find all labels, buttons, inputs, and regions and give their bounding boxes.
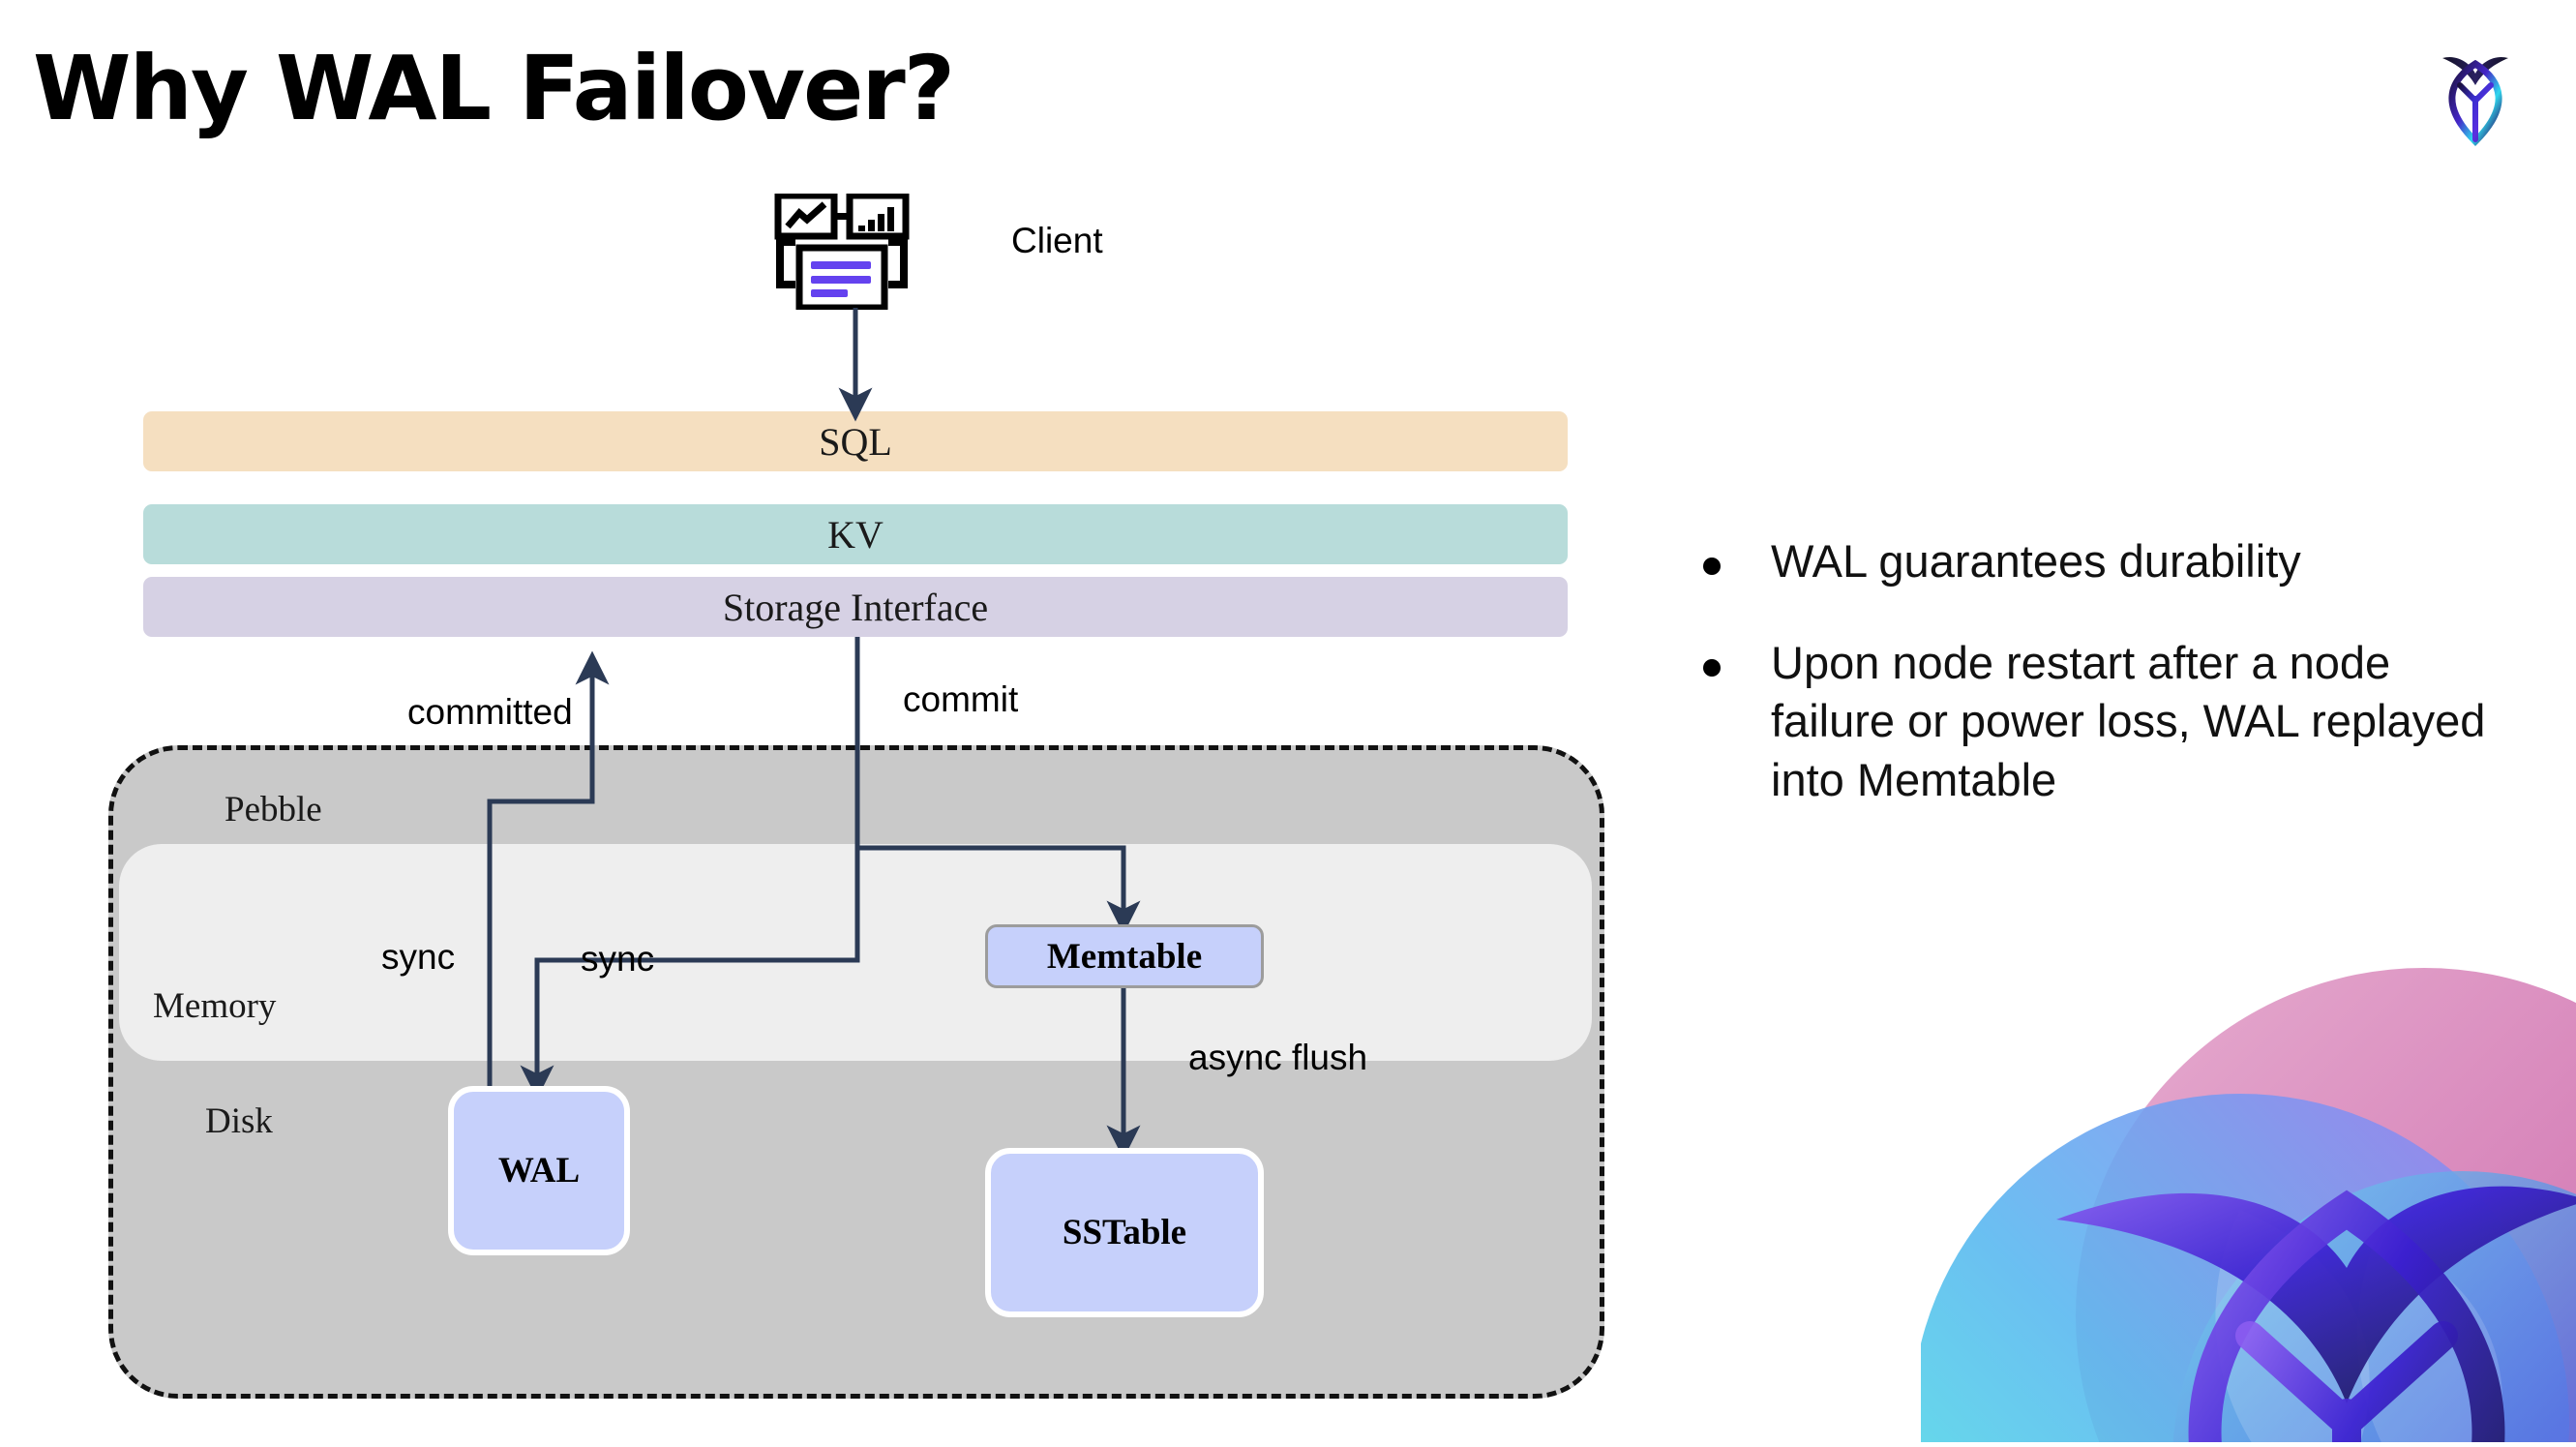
cockroachdb-watermark-icon [1921, 919, 2576, 1442]
bullet-dot-icon [1703, 658, 1721, 677]
layer-bar-kv: KV [143, 504, 1568, 564]
cockroachdb-logo-icon [2417, 35, 2533, 159]
page-title: Why WAL Failover? [33, 37, 955, 140]
client-dashboard-icon [774, 192, 929, 312]
architecture-diagram: Pebble Memory Disk Client SQL KV [108, 192, 1604, 1399]
node-memtable: Memtable [985, 924, 1264, 988]
edge-label-sync-right: sync [581, 939, 655, 979]
node-sstable: SSTable [985, 1148, 1264, 1317]
edge-label-committed: committed [407, 692, 573, 732]
edge-label-commit: commit [903, 679, 1019, 719]
pebble-label: Pebble [225, 790, 322, 829]
list-item: WAL guarantees durability [1703, 532, 2506, 591]
edge-label-async-flush: async flush [1188, 1038, 1368, 1077]
bullet-text: WAL guarantees durability [1771, 535, 2301, 587]
bullet-dot-icon [1703, 558, 1721, 575]
layer-bar-storage: Storage Interface [143, 577, 1568, 637]
disk-label: Disk [205, 1101, 273, 1141]
list-item: Upon node restart after a node failure o… [1703, 634, 2506, 810]
node-wal: WAL [448, 1086, 630, 1255]
memory-label: Memory [153, 986, 277, 1026]
connector-arrows [487, 308, 1141, 1160]
bullet-list: WAL guarantees durability Upon node rest… [1703, 532, 2506, 853]
edge-label-sync-left: sync [381, 937, 456, 977]
bullet-text: Upon node restart after a node failure o… [1771, 636, 2486, 805]
client-label: Client [1011, 221, 1103, 260]
